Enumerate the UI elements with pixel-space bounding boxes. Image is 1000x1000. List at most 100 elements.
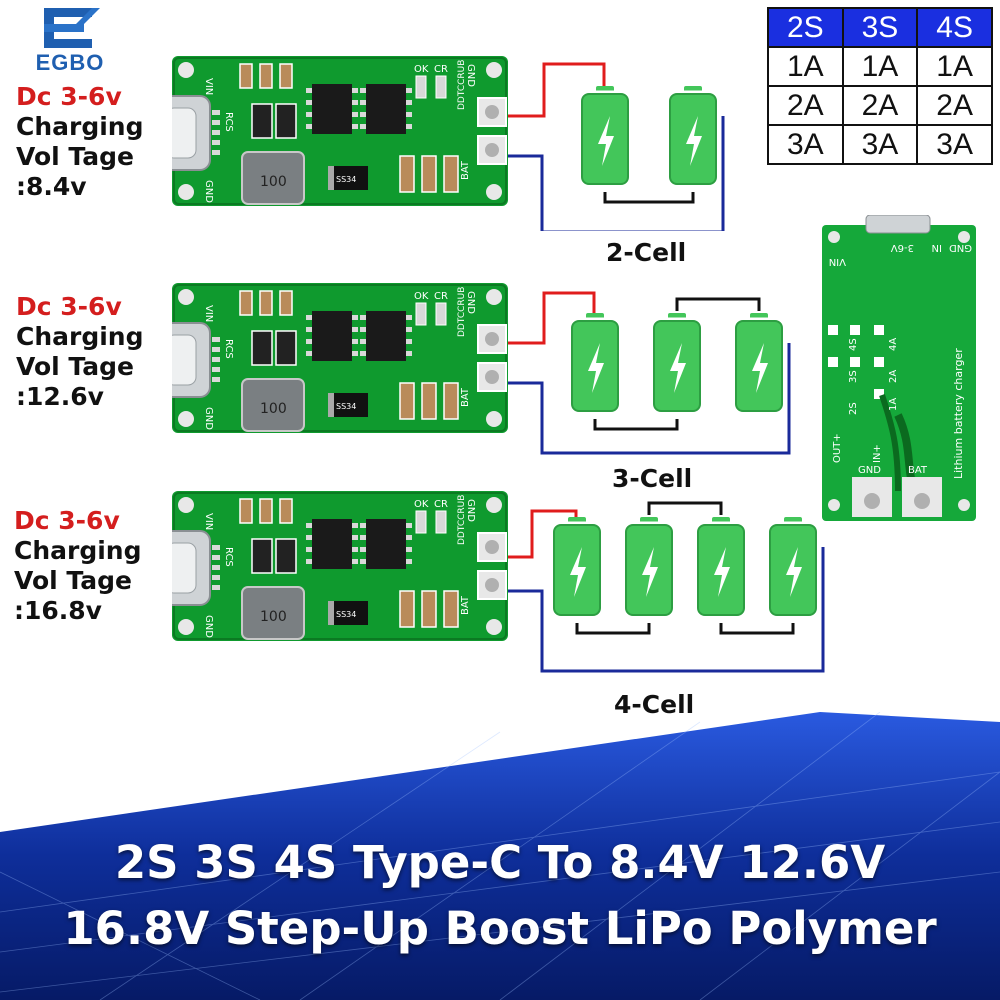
mount-hole	[178, 184, 194, 200]
board-back-view: VIN 3-6V IN GND 4S 3S 2S 4A 2A 1A OUT+ I…	[822, 214, 976, 521]
cr-label: CR	[434, 499, 448, 510]
voltage-label-2s: Dc 3-6v Charging Vol Tage :8.4v	[16, 82, 176, 202]
mount-hole	[486, 619, 502, 635]
table-row: 1A 1A 1A	[767, 46, 993, 87]
pcb-board: VIN GND RCS OK CR GND DDTCCRUB BAT 100 S…	[172, 283, 508, 433]
boost-ic	[312, 519, 352, 569]
voltage-label-3s: Dc 3-6v Charging Vol Tage :12.6v	[16, 292, 176, 412]
charger-ic	[366, 311, 406, 361]
inductor	[241, 586, 305, 640]
voltage-label: Vol Tage	[16, 142, 134, 171]
sense-resistor	[251, 330, 273, 366]
wire	[508, 291, 596, 345]
wiring-3cell	[508, 291, 791, 455]
logo-mark	[44, 8, 100, 48]
capacitor-row	[239, 63, 293, 89]
mount-hole	[178, 619, 194, 635]
current-spec-table: 2S 3S 4S 1A 1A 1A 2A 2A 2A 3A 3A 3A	[767, 7, 993, 165]
table-cell: 1A	[841, 46, 919, 87]
boost-ic	[312, 84, 352, 134]
table-cell: 3A	[916, 124, 993, 165]
table-header: 4S	[916, 7, 993, 48]
mount-hole	[178, 289, 194, 305]
banner-background	[0, 712, 1000, 1000]
mount-hole	[486, 497, 502, 513]
table-cell: 3A	[841, 124, 919, 165]
wire	[508, 62, 606, 118]
inductor	[241, 151, 305, 205]
wire	[593, 419, 679, 431]
charger-board-4s: VIN GND RCS OK CR GND DDTCCRUB BAT 100 S…	[172, 491, 508, 641]
4s-label: 4S	[848, 338, 859, 351]
2a-label: 2A	[888, 370, 899, 383]
bat-label: BAT	[460, 160, 471, 180]
pin-labels: DDTCCRUB	[457, 287, 467, 337]
in-plus-label: IN+	[872, 444, 883, 463]
mount-hole	[486, 411, 502, 427]
out-label: OUT+	[832, 433, 843, 463]
led-cr	[435, 302, 447, 326]
banner-title-line2: 16.8V Step-Up Boost LiPo Polymer	[63, 902, 937, 955]
pcb-back: VIN 3-6V IN GND 4S 3S 2S 4A 2A 1A OUT+ I…	[822, 214, 976, 521]
pcb-board: VIN GND RCS OK CR GND DDTCCRUB BAT 100 S…	[172, 491, 508, 641]
battery-cell-icon	[666, 86, 720, 188]
gnd-label: GND	[203, 180, 214, 203]
wire	[575, 623, 651, 635]
charger-ic	[366, 84, 406, 134]
led-ok	[415, 302, 427, 326]
table-header: 2S	[767, 7, 844, 48]
2s-label: 2S	[848, 402, 859, 415]
diode	[328, 393, 368, 417]
gnd-label: GND	[949, 242, 972, 253]
brand-logo: EGBO	[10, 8, 130, 75]
inductor-marking: 100	[260, 401, 287, 417]
table-cell: 2A	[767, 85, 844, 126]
bat-label: BAT	[908, 465, 928, 476]
charging-label: Charging	[14, 536, 142, 565]
wire	[719, 623, 795, 635]
dc-input-label: Dc 3-6v	[14, 506, 120, 535]
table-cell: 2A	[916, 85, 993, 126]
4a-label: 4A	[888, 338, 899, 351]
gnd-label: GND	[203, 615, 214, 638]
boost-ic	[312, 311, 352, 361]
wiring-4cell	[508, 501, 825, 673]
mount-hole	[486, 289, 502, 305]
charging-label: Charging	[16, 322, 144, 351]
diode-marking: SS34	[336, 175, 356, 184]
bat-label: BAT	[460, 387, 471, 407]
brand-name: EGBO	[35, 50, 105, 75]
mount-hole	[178, 411, 194, 427]
led-ok	[415, 510, 427, 534]
vin-label: VIN	[829, 256, 846, 267]
inductor-marking: 100	[260, 174, 287, 190]
mount-hole	[486, 62, 502, 78]
sense-resistor	[275, 538, 297, 574]
gnd-label: GND	[465, 499, 476, 522]
banner-title-line1: 2S 3S 4S Type-C To 8.4V 12.6V	[114, 836, 886, 889]
cell-count-label-2: 2-Cell	[606, 238, 687, 267]
mount-hole	[178, 497, 194, 513]
gnd-label: GND	[858, 465, 881, 476]
wire	[647, 501, 723, 515]
mount-hole	[486, 184, 502, 200]
battery-cell-icon	[568, 313, 622, 415]
inductor-marking: 100	[260, 609, 287, 625]
table-header-row: 2S 3S 4S	[767, 7, 993, 48]
gnd-label: GND	[465, 64, 476, 87]
diode-marking: SS34	[336, 402, 356, 411]
diode	[328, 166, 368, 190]
table-cell: 2A	[841, 85, 919, 126]
voltage-label: Vol Tage	[14, 566, 132, 595]
pcb-board: VIN GND RCS OK CR GND DDTCCRUB BAT 100 S…	[172, 56, 508, 206]
battery-cell-icon	[578, 86, 632, 188]
voltage-value: :12.6v	[16, 382, 104, 411]
voltage-label-4s: Dc 3-6v Charging Vol Tage :16.8v	[14, 506, 174, 626]
pin-labels: DDTCCRUB	[457, 495, 467, 545]
inductor	[241, 378, 305, 432]
wire	[508, 547, 825, 673]
diode	[328, 601, 368, 625]
rcs-label: RCS	[223, 339, 234, 359]
rcs-label: RCS	[223, 112, 234, 132]
wire	[603, 192, 695, 204]
